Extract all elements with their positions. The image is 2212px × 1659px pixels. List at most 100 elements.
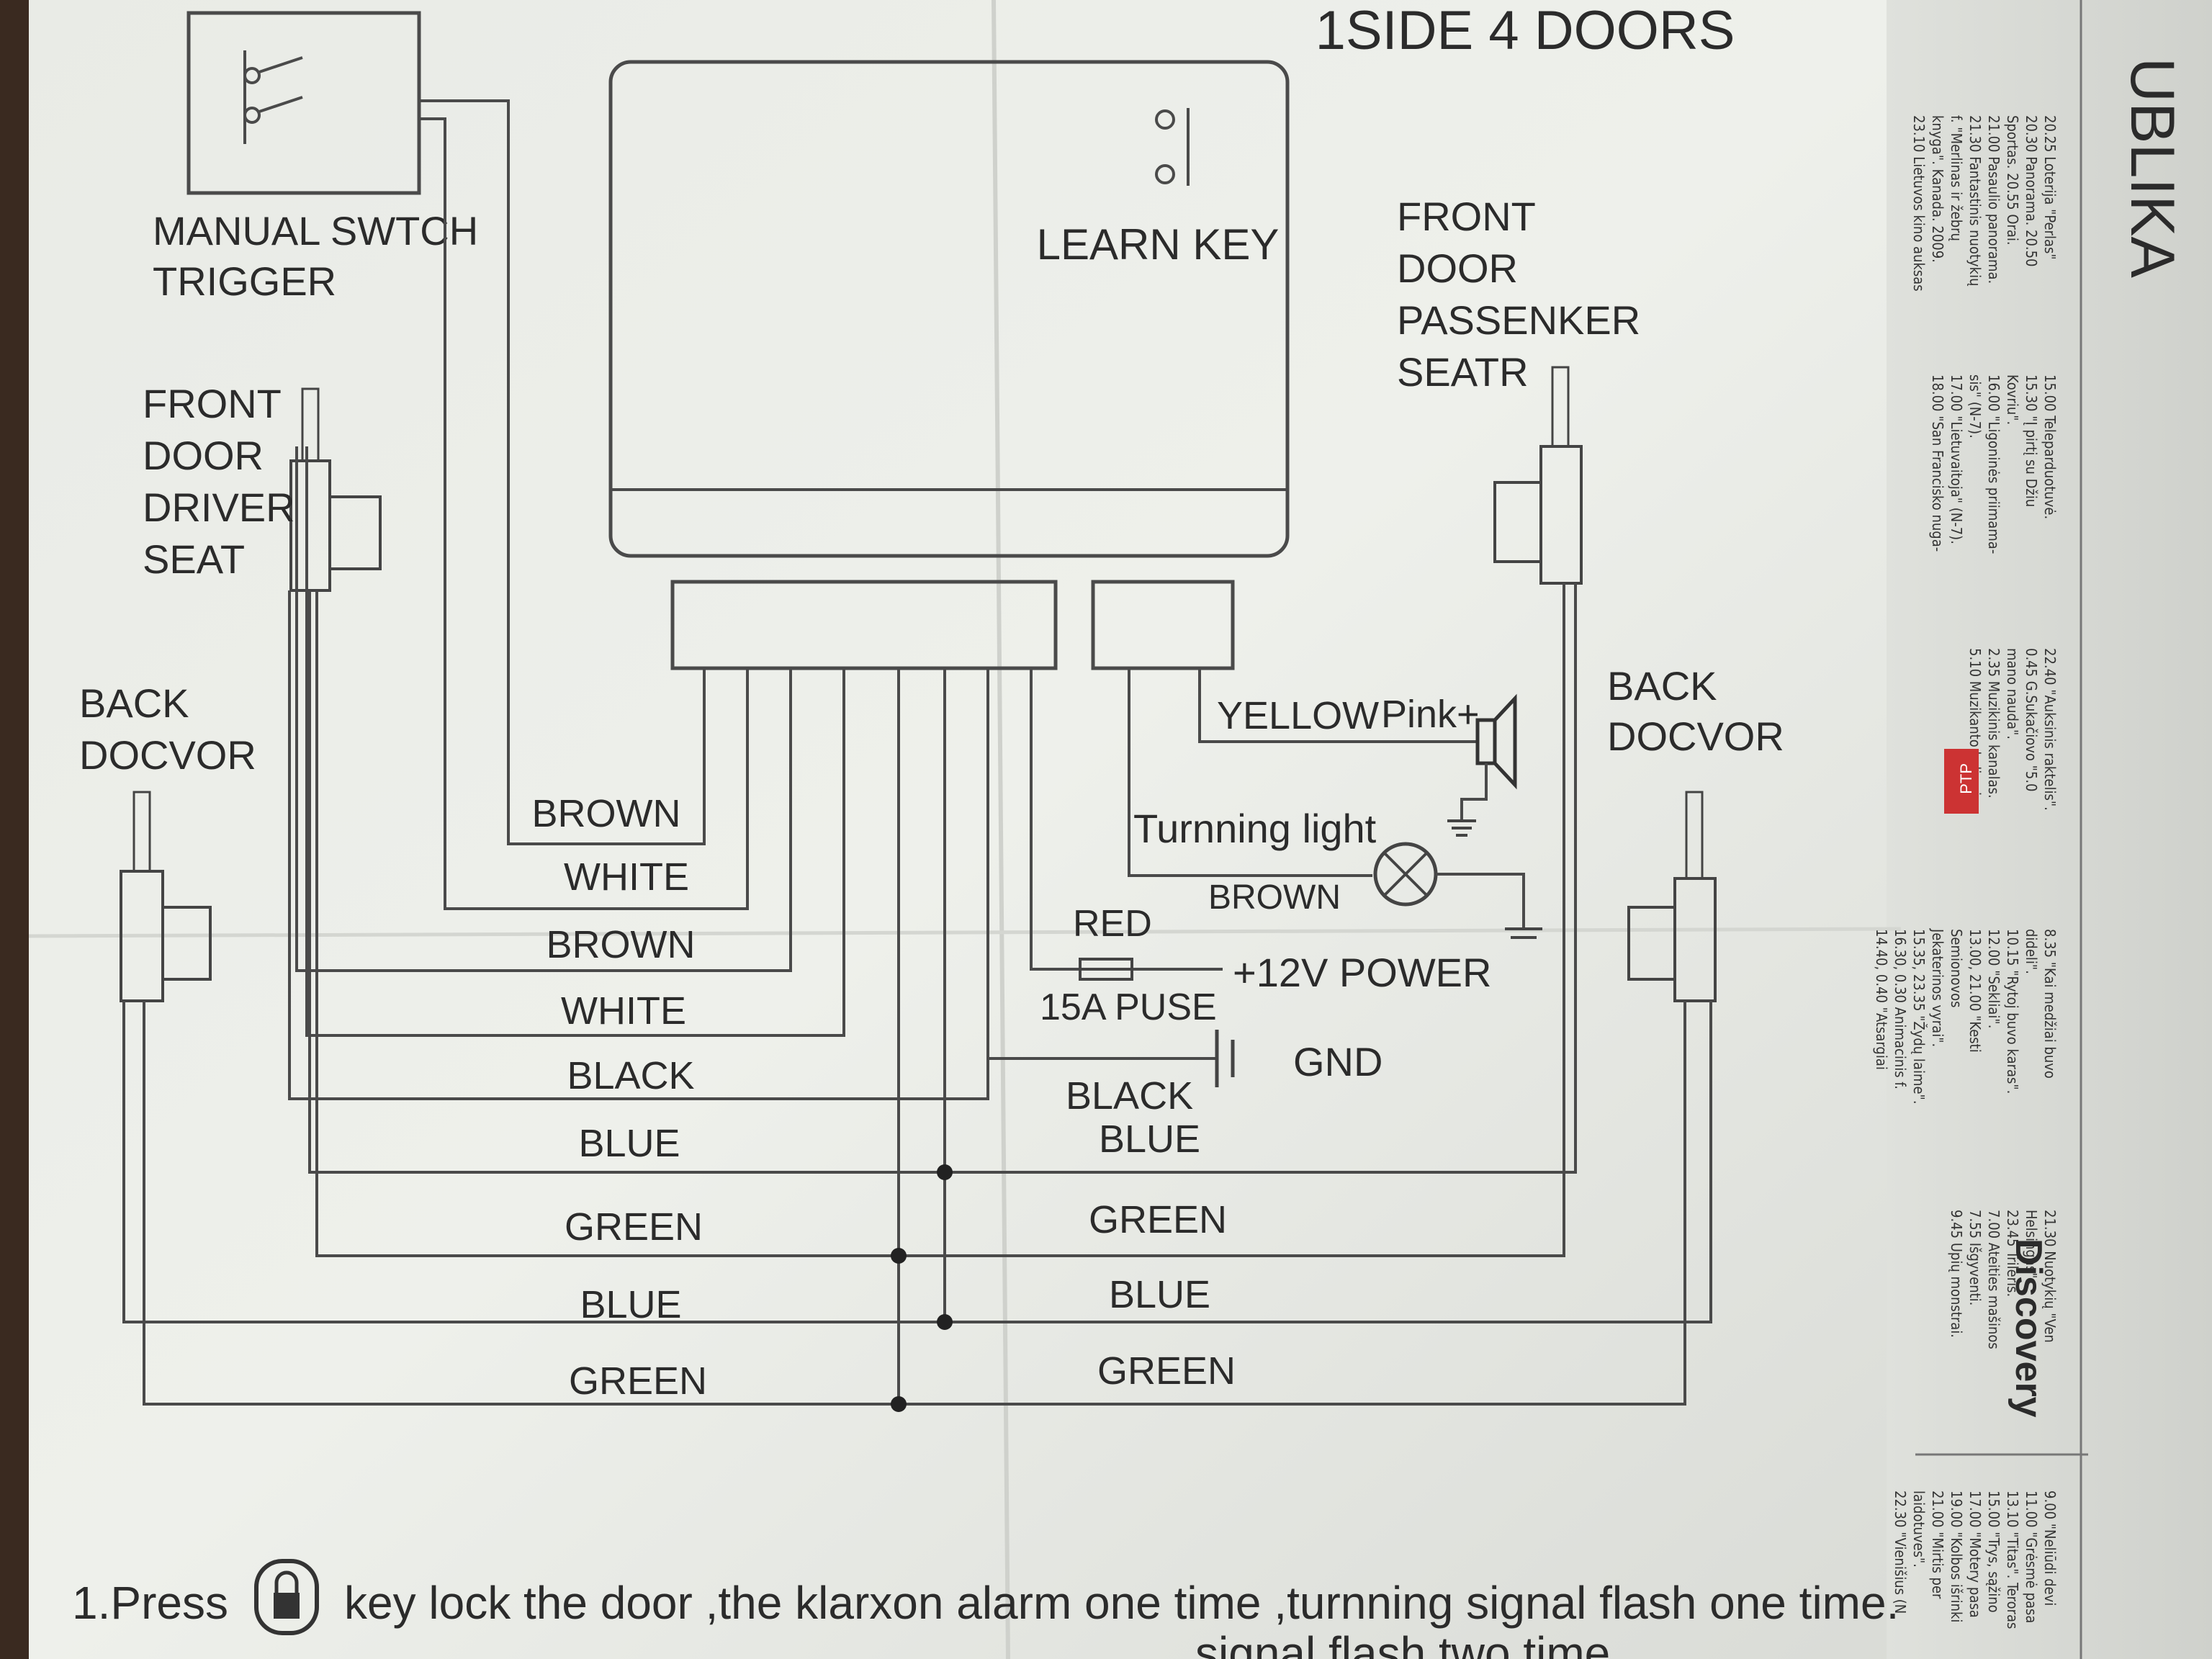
green-right-label: GREEN <box>1089 1198 1227 1241</box>
wire-green-1 <box>315 590 900 1257</box>
front-passenger-actuator-icon <box>1493 366 1583 585</box>
svg-text:17.00 "Motery pasa: 17.00 "Motery pasa <box>1966 1491 1984 1618</box>
newspaper-block: 15.00 Teleparduotuvė. 15.30 "Į pirtį su … <box>1929 374 2059 554</box>
wire-green-right-1 <box>899 583 1565 1257</box>
svg-text:mano nauda".: mano nauda". <box>2004 648 2021 739</box>
instruction-cut-text: signal flash two time <box>1195 1627 1610 1659</box>
instruction-prefix: 1.Press <box>72 1577 228 1629</box>
fuse-label: 15A PUSE <box>1040 986 1217 1028</box>
switch-lever-icon <box>258 96 303 113</box>
svg-text:SEATR: SEATR <box>1397 349 1529 395</box>
learn-key-switch-icon <box>1155 108 1190 186</box>
svg-text:DRIVER: DRIVER <box>143 485 295 530</box>
svg-text:PASSENKER: PASSENKER <box>1397 297 1640 343</box>
black-right-label: BLACK <box>1066 1074 1193 1118</box>
wire-black-left <box>288 590 989 1100</box>
fold-line <box>992 0 1010 1659</box>
svg-text:BACK: BACK <box>79 680 189 726</box>
discovery-logo: Discovery <box>2008 1238 2049 1418</box>
wire-brown-2 <box>295 446 792 972</box>
svg-text:15.35, 23.35 "Žydų laime".: 15.35, 23.35 "Žydų laime". <box>1910 929 1928 1105</box>
wire-white-2 <box>305 446 845 1037</box>
junction-dot <box>891 1248 907 1264</box>
lamp-icon <box>1373 842 1542 939</box>
svg-text:7.55 Išgyventi.: 7.55 Išgyventi. <box>1966 1210 1984 1305</box>
turning-light-label: Turnning light <box>1133 806 1377 851</box>
newspaper-block: 20.25 Loterija "Perlas" 20.30 Panorama. … <box>1910 115 2059 292</box>
svg-text:f. "Merlinas ir žebrų: f. "Merlinas ir žebrų <box>1948 115 1965 242</box>
svg-text:14.40, 0.40 "Atsargiai: 14.40, 0.40 "Atsargiai <box>1873 929 1890 1070</box>
back-left-actuator-icon <box>120 791 212 1002</box>
newspaper-background <box>1887 0 2212 1659</box>
wire-white-1 <box>419 117 749 910</box>
diagram-title: 1SIDE 4 DOORS <box>1316 0 1735 61</box>
ptp-logo: PTP <box>1944 749 1979 814</box>
junction-dot <box>937 1314 953 1330</box>
front-driver-label: FRONT DOOR DRIVER SEAT <box>143 381 295 582</box>
front-passenger-label: FRONT DOOR PASSENKER SEATR <box>1397 194 1640 395</box>
svg-text:13.10 "Titas". Teroras: 13.10 "Titas". Teroras <box>2004 1491 2021 1629</box>
blue-right-label: BLUE <box>1099 1118 1200 1161</box>
fold-line-horizontal <box>28 927 1902 938</box>
svg-text:DOCVOR: DOCVOR <box>79 732 256 778</box>
power-connector <box>1091 580 1235 670</box>
control-unit-box <box>608 60 1290 558</box>
wire-yellow <box>1198 668 1478 743</box>
left-wire-labels: BROWN WHITE BROWN WHITE BLACK BLUE GREEN… <box>532 792 708 1403</box>
junction-dot <box>891 1396 907 1412</box>
svg-text:Kovriu".: Kovriu". <box>2004 374 2021 425</box>
wire-blue-right-2 <box>945 1001 1712 1323</box>
pink-label: Pink+ <box>1381 693 1480 736</box>
svg-text:BACK: BACK <box>1607 663 1717 709</box>
svg-text:DOCVOR: DOCVOR <box>1607 714 1784 759</box>
svg-text:knyga". Kanada. 2009.: knyga". Kanada. 2009. <box>1929 115 1946 263</box>
svg-text:DOOR: DOOR <box>1397 246 1518 291</box>
svg-text:18.00 "San Francisko nuga-: 18.00 "San Francisko nuga- <box>1929 374 1946 552</box>
yellow-label: YELLOW <box>1217 694 1379 737</box>
svg-text:laidotuves".: laidotuves". <box>1910 1491 1928 1568</box>
back-right-label: BACK DOCVOR <box>1607 663 1784 759</box>
svg-text:Helsingas".: Helsingas". <box>2023 1210 2040 1282</box>
newspaper-masthead: UBLIKA <box>2118 58 2187 279</box>
wire-blue-1 <box>308 590 946 1174</box>
wire-blue-right-1 <box>945 583 1577 1174</box>
svg-text:22.30 "Vienišius (N: 22.30 "Vienišius (N <box>1892 1491 1909 1614</box>
svg-text:21.00 "Mirtis per: 21.00 "Mirtis per <box>1929 1491 1946 1599</box>
switch-lever-icon <box>258 56 303 73</box>
wire-label: WHITE <box>564 855 689 899</box>
svg-text:13.00, 21.00 "Kesti: 13.00, 21.00 "Kesti <box>1966 929 1984 1053</box>
blue-right-label-2: BLUE <box>1109 1273 1210 1316</box>
svg-text:Sportas. 20.55 Orai.: Sportas. 20.55 Orai. <box>2004 115 2021 246</box>
manual-switch-label: MANUAL SWTCH <box>153 208 478 253</box>
wire-label: BLACK <box>567 1054 694 1097</box>
newspaper-block: 8.35 "Kai medžiai buvo dideli". 10.15 "R… <box>1873 928 2059 1105</box>
wire-blue-2 <box>122 1001 946 1323</box>
svg-text:16.30, 0.30 Animacinis f.: 16.30, 0.30 Animacinis f. <box>1892 929 1909 1089</box>
svg-text:15.00 Teleparduotuvė.: 15.00 Teleparduotuvė. <box>2041 374 2059 519</box>
manual-switch <box>186 11 421 195</box>
brown-light-label: BROWN <box>1208 878 1341 917</box>
svg-text:7.00 Ateities mašinos: 7.00 Ateities mašinos <box>1985 1210 2002 1349</box>
newspaper-block: 21.30 Nuotykių "Ven Helsingas". 23.45 Tr… <box>1948 1210 2059 1349</box>
red-label: RED <box>1073 903 1152 945</box>
wire-red <box>1030 668 1223 971</box>
lock-key-icon <box>254 1559 319 1635</box>
back-left-label: BACK DOCVOR <box>79 680 256 778</box>
svg-text:9.00 "Neliūdi devi: 9.00 "Neliūdi devi <box>2041 1491 2059 1606</box>
wire-label: GREEN <box>565 1205 703 1249</box>
svg-text:12.00 "Sekliai".: 12.00 "Sekliai". <box>1985 929 2002 1028</box>
wire-green-2 <box>143 1001 900 1406</box>
wire-brown-light <box>1128 668 1372 877</box>
svg-text:SEAT: SEAT <box>143 536 245 582</box>
wire-label: GREEN <box>569 1359 707 1403</box>
svg-text:8.35 "Kai medžiai buvo: 8.35 "Kai medžiai buvo <box>2041 929 2059 1079</box>
svg-text:19.00 "Kolbos išrinki: 19.00 "Kolbos išrinki <box>1948 1491 1965 1622</box>
learn-key-label: LEARN KEY <box>1037 220 1280 269</box>
paper-sheet <box>29 0 1930 1659</box>
svg-text:20.30 Panorama. 20.50: 20.30 Panorama. 20.50 <box>2023 115 2040 267</box>
svg-text:15.30 "Į pirtį su Džiu: 15.30 "Į pirtį su Džiu <box>2023 374 2040 507</box>
svg-text:9.45 Upių monstrai.: 9.45 Upių monstrai. <box>1948 1210 1965 1338</box>
main-connector <box>670 580 1058 670</box>
green-right-label-2: GREEN <box>1097 1349 1236 1393</box>
